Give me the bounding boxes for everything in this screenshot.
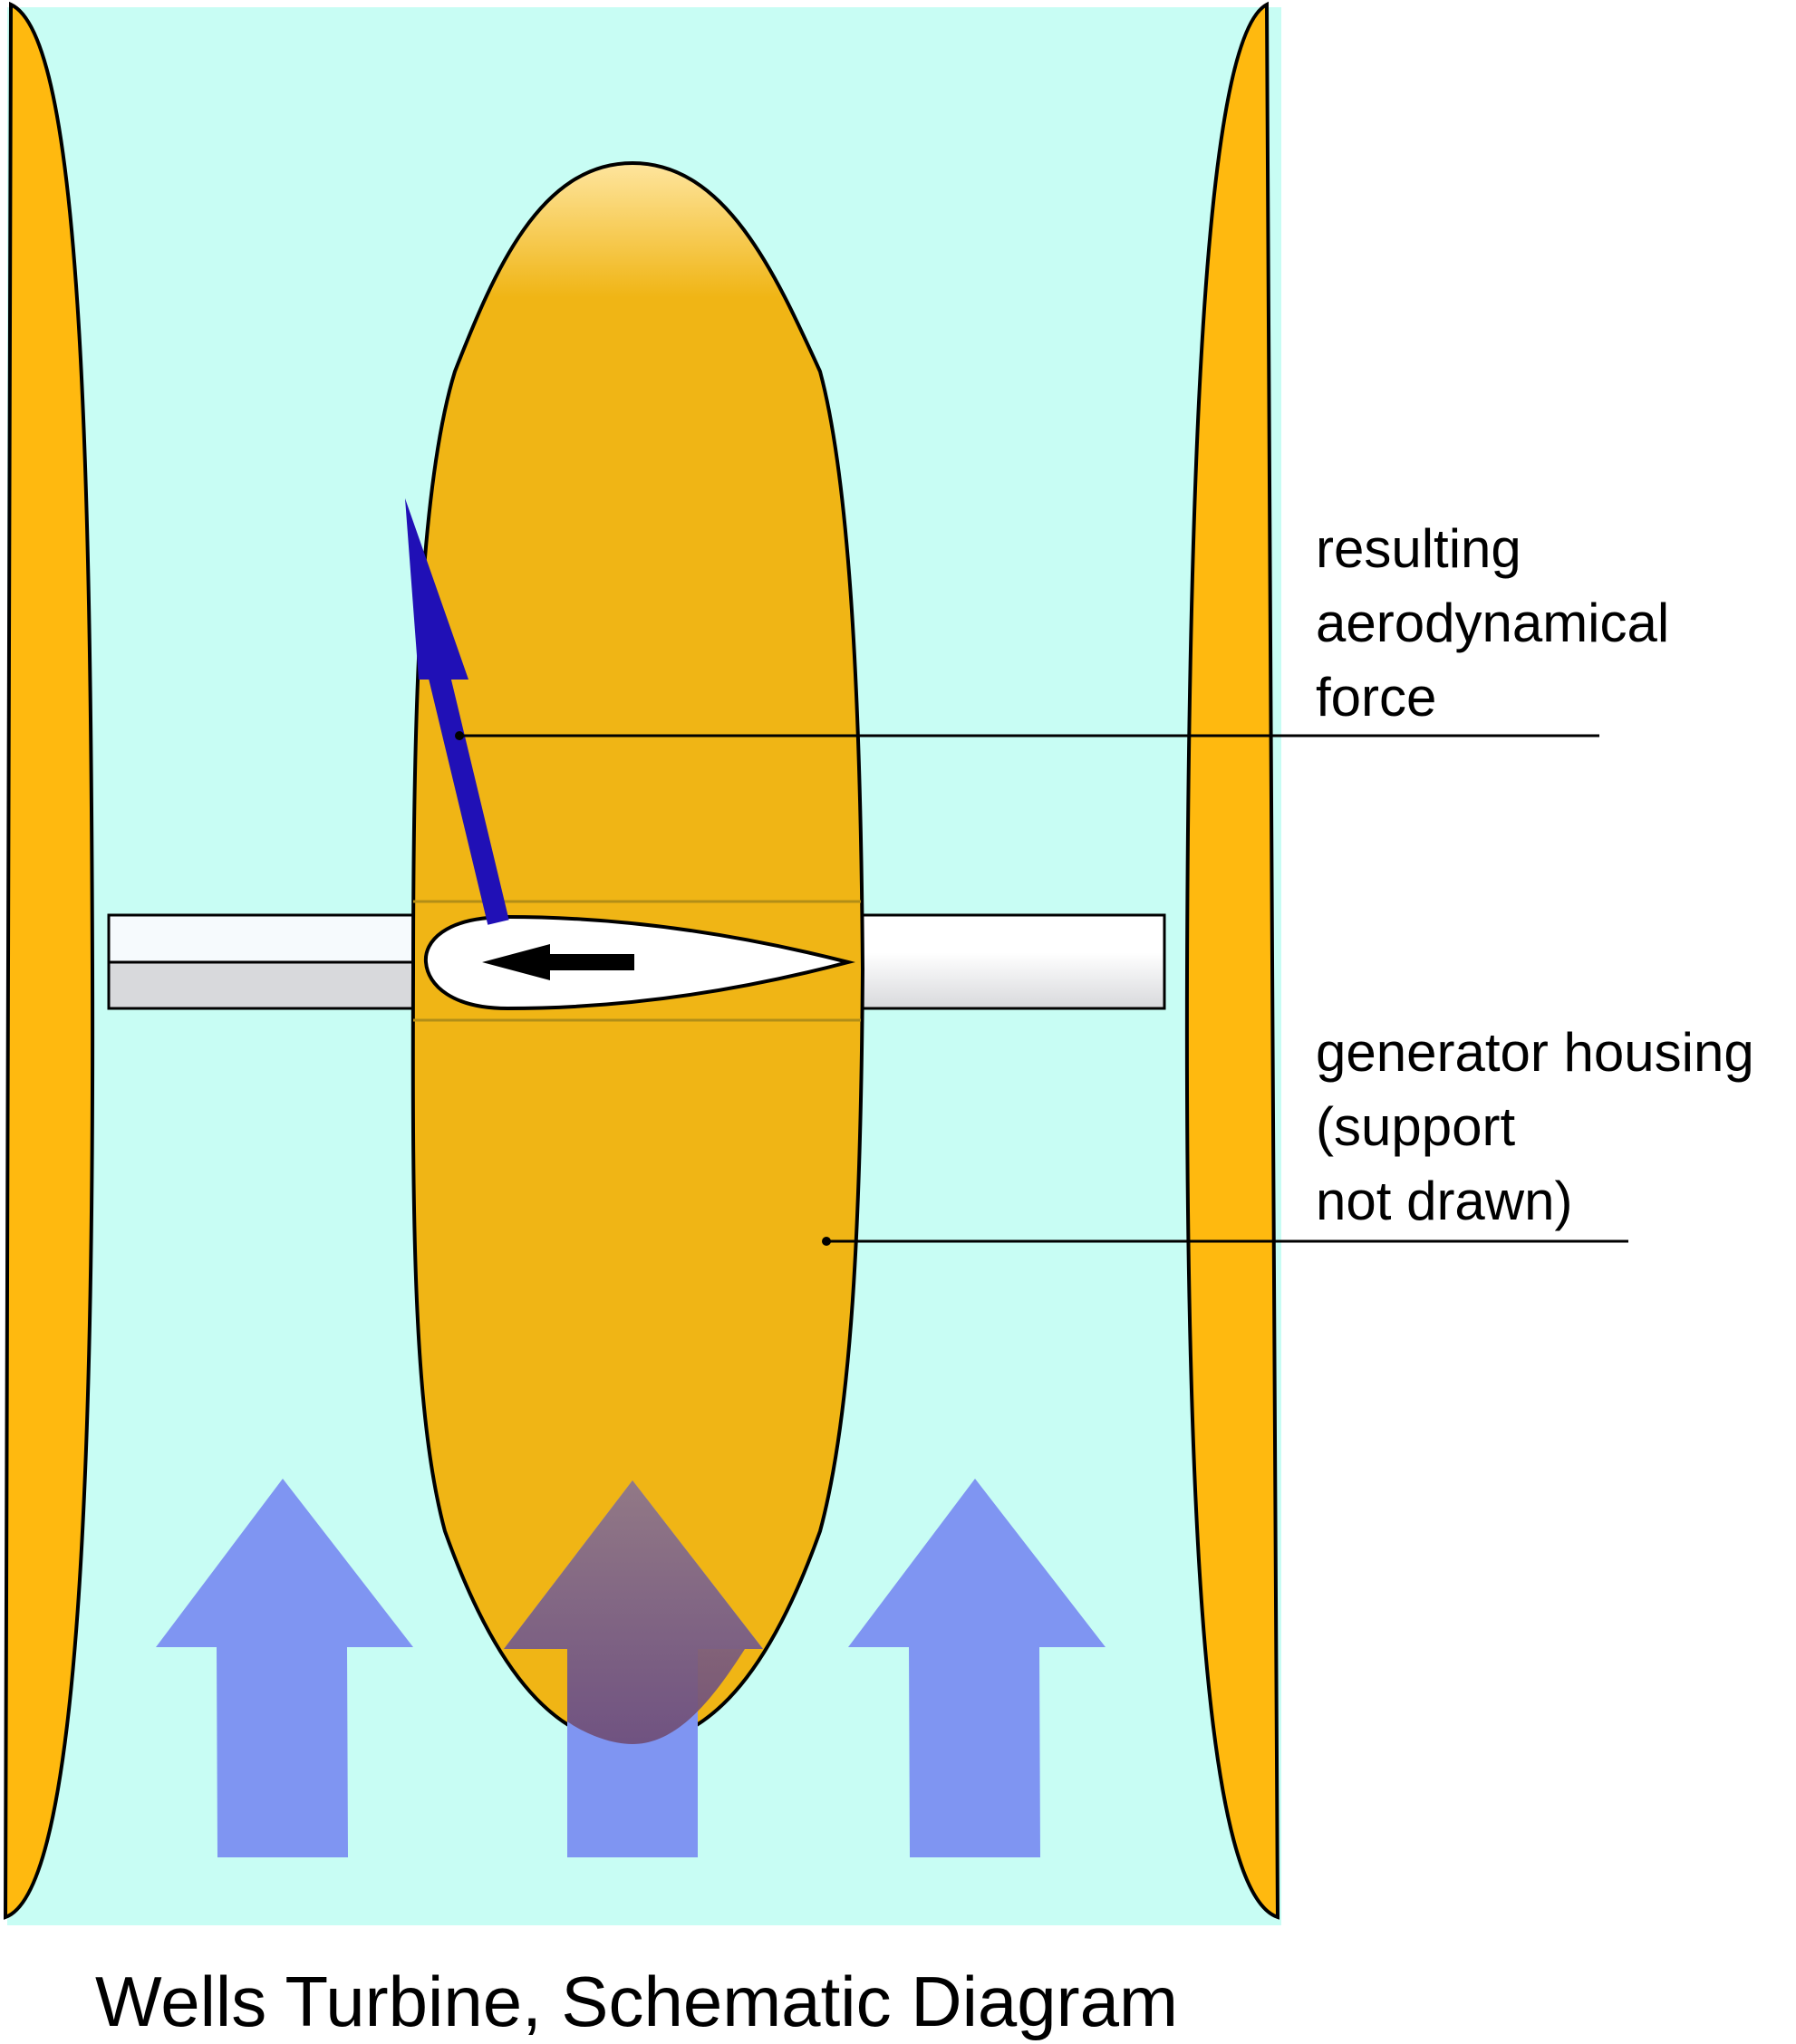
housing-label: generator housing (support not drawn) [1316, 1022, 1769, 1231]
force-label-line-3: force [1316, 667, 1436, 728]
duct-wall-left [3, 1, 95, 1920]
up-arrow-icon [156, 1479, 413, 1857]
shaft-right [859, 913, 1166, 1010]
force-label-line-2: aerodynamical [1316, 593, 1669, 653]
housing-leader-line [822, 1237, 1628, 1246]
force-label-line-1: resulting [1316, 518, 1521, 579]
up-arrow-icon [848, 1479, 1106, 1857]
force-label: resulting aerodynamical force [1316, 518, 1685, 728]
turbine-blade [423, 914, 855, 1011]
arrow-up-left-icon [405, 498, 509, 925]
arrow-left-icon [482, 944, 634, 980]
housing-label-line-2: (support [1316, 1096, 1515, 1157]
housing-label-line-1: generator housing [1316, 1022, 1754, 1083]
up-arrow-icon [504, 1480, 763, 1857]
diagram-caption: Wells Turbine, Schematic Diagram [95, 1962, 1178, 2041]
force-leader-line [455, 731, 1599, 740]
housing-label-line-3: not drawn) [1316, 1171, 1572, 1231]
shaft-left [107, 913, 419, 1010]
duct-wall-right [1184, 1, 1280, 1920]
